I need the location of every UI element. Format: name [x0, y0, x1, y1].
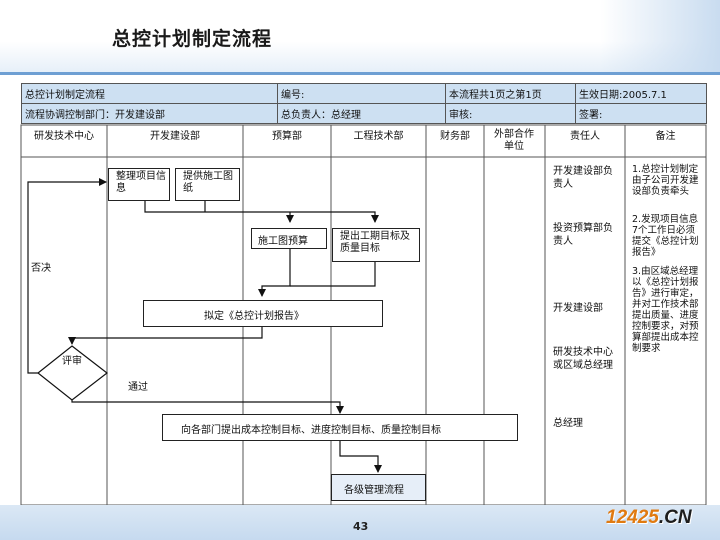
resp-item-1: 开发建设部负责人 — [553, 166, 613, 190]
arrow-review-reject — [27, 178, 107, 374]
col-budget: 预算部 — [272, 131, 302, 142]
bottom-band — [0, 505, 720, 540]
resp-item-2: 投资预算部负责人 — [553, 223, 613, 247]
effective-date-cell: 生效日期:2005.7.1 — [575, 83, 707, 104]
remark-item-1: 1.总控计划制定由子公司开发建设部负责牵头 — [632, 164, 699, 197]
node-issue-targets: 向各部门提出成本控制目标、进度控制目标、质量控制目标 — [162, 414, 518, 441]
node-budget-drawing: 施工图预算 — [251, 228, 327, 249]
arrow-eng-to-draft — [290, 262, 376, 287]
col-fin: 财务部 — [440, 131, 470, 142]
edge-label-pass: 通过 — [128, 382, 148, 393]
col-ext: 外部合作单位 — [494, 129, 534, 152]
col-resp: 责任人 — [570, 131, 600, 142]
resp-item-4: 研发技术中心或区域总经理 — [553, 347, 613, 371]
col-dev: 开发建设部 — [150, 131, 200, 142]
node-mgmt-process: 各级管理流程 — [331, 474, 426, 501]
node-eng-targets: 提出工期目标及质量目标 — [332, 228, 420, 262]
owner-cell: 总负责人：总经理 — [277, 103, 446, 124]
page-title: 总控计划制定流程 — [112, 28, 273, 50]
resp-item-3: 开发建设部 — [553, 303, 603, 314]
number-cell: 编号: — [277, 83, 446, 104]
page-number: 43 — [353, 520, 369, 533]
edge-label-reject: 否决 — [31, 263, 51, 274]
process-header-table: 总控计划制定流程 编号: 本流程共1页之第1页 生效日期:2005.7.1 流程… — [21, 83, 707, 124]
logo-main: 12425 — [606, 507, 659, 528]
coordinator-cell: 流程协调控制部门：开发建设部 — [21, 103, 278, 124]
arrow-draft-to-review — [68, 327, 263, 345]
col-remark: 备注 — [655, 131, 676, 142]
process-name-cell: 总控计划制定流程 — [21, 83, 278, 104]
node-collect-info: 整理项目信息 — [108, 168, 170, 201]
arrow-collect-to-eng — [144, 200, 379, 223]
arrow-budget-to-draft — [258, 249, 291, 297]
remark-item-2: 2.发现项目信息7个工作日必须提交《总控计划报告》 — [632, 214, 699, 258]
remark-item-3: 3.由区域总经理以《总控计划报告》进行审定，并对工作技术部提出质量、进度控制要求… — [632, 266, 699, 354]
node-draft-report: 拟定《总控计划报告》 — [143, 300, 383, 327]
node-provide-drawings: 提供施工图纸 — [175, 168, 240, 201]
title-rule — [0, 72, 720, 75]
review-cell: 审核: — [445, 103, 576, 124]
pages-cell: 本流程共1页之第1页 — [445, 83, 576, 104]
node-review-label: 评审 — [62, 356, 82, 367]
resp-item-5: 总经理 — [553, 418, 583, 429]
logo-suffix: .CN — [658, 507, 692, 528]
sign-cell: 签署: — [575, 103, 707, 124]
col-rd: 研发技术中心 — [34, 131, 94, 142]
review-diamond — [37, 345, 108, 401]
top-right-gradient — [600, 0, 720, 75]
header-row-2: 流程协调控制部门：开发建设部 总负责人：总经理 审核: 签署: — [21, 103, 707, 124]
col-eng: 工程技术部 — [353, 131, 404, 142]
header-row-1: 总控计划制定流程 编号: 本流程共1页之第1页 生效日期:2005.7.1 — [21, 83, 707, 104]
arrow-review-pass — [71, 393, 344, 414]
site-logo: 12425.CN — [606, 507, 692, 529]
arrow-issue-to-mgmt — [339, 440, 382, 473]
swimlane-dividers — [106, 125, 626, 505]
